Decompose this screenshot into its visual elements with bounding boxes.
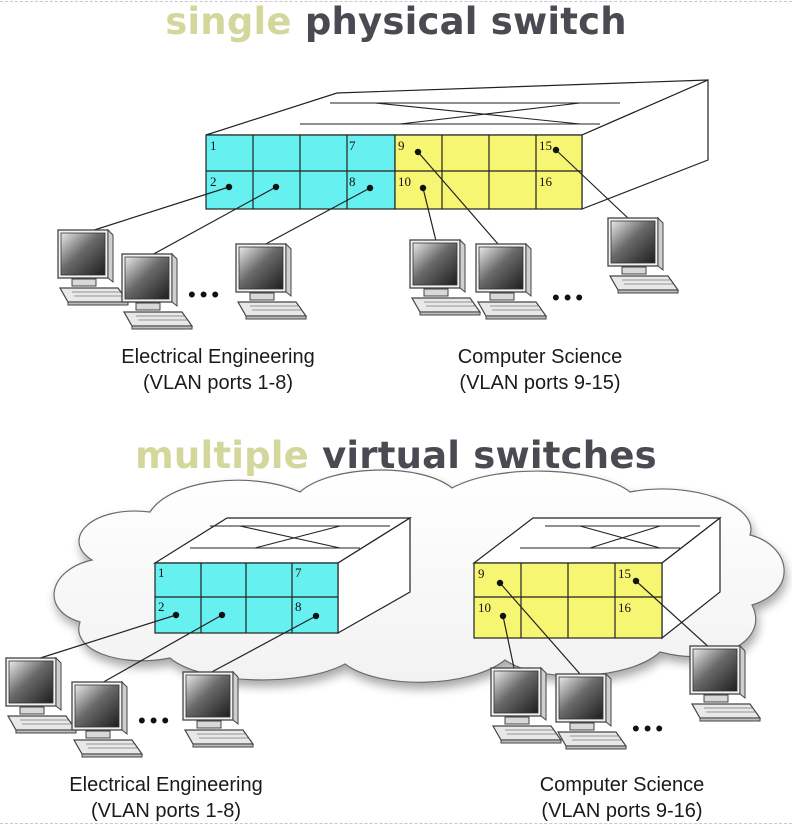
top-dashed-border: [0, 1, 792, 2]
bottom-ee-computers: [5, 657, 254, 758]
switch-x-icon: [300, 102, 620, 125]
top-ee-caption: Electrical Engineering (VLAN ports 1-8): [88, 344, 348, 396]
top-cs-caption-line1: Computer Science: [457, 346, 623, 368]
bottom-dashed-border: [0, 823, 792, 824]
top-title-rest: physical switch: [304, 0, 627, 43]
top-cs-computers: [409, 217, 679, 320]
virtual-switch-ee: 1 7 2 8: [152, 516, 413, 635]
top-ee-caption-line2: (VLAN ports 1-8): [142, 372, 294, 394]
computer-icon: [121, 253, 193, 330]
physical-switch: 1 7 2 8 9 15 10 16: [205, 79, 709, 210]
bottom-port-dots: [172, 577, 640, 620]
port-label-8: 8: [349, 174, 356, 189]
top-port-dots: [225, 146, 560, 192]
top-ee-caption-line1: Electrical Engineering: [121, 346, 315, 368]
bottom-cs-caption-line1: Computer Science: [539, 774, 705, 796]
top-title-highlight: single: [165, 0, 292, 43]
virtual-switch-cs: 9 15 10 16: [472, 516, 722, 640]
computer-icon: [555, 673, 627, 750]
port-label-8: 8: [295, 599, 302, 614]
port-label-15: 15: [618, 566, 631, 581]
port-label-16: 16: [618, 600, 632, 615]
computer-icon: [475, 243, 547, 320]
port-label-15: 15: [539, 138, 552, 153]
computer-icon: [182, 671, 254, 748]
bottom-ee-caption-line2: (VLAN ports 1-8): [90, 800, 242, 822]
bottom-cables: [33, 580, 713, 685]
computer-icon: [235, 243, 307, 320]
computer-icon: [71, 681, 143, 758]
computer-icon: [490, 667, 562, 744]
port-label-2: 2: [210, 174, 217, 189]
computer-icon: [57, 229, 129, 306]
top-ee-computers: [57, 229, 307, 330]
port-label-7: 7: [295, 565, 302, 580]
top-cs-ellipsis: •••: [552, 285, 587, 310]
bottom-title: multiple virtual switches: [0, 434, 792, 477]
computer-icon: [409, 239, 481, 316]
bottom-ee-caption-line1: Electrical Engineering: [69, 774, 263, 796]
computer-icon: [5, 657, 77, 734]
bottom-ee-caption: Electrical Engineering (VLAN ports 1-8): [36, 772, 296, 824]
port-label-7: 7: [349, 138, 356, 153]
port-label-10: 10: [398, 174, 411, 189]
port-label-2: 2: [158, 599, 165, 614]
switch-x-icon: [190, 525, 390, 549]
port-label-1: 1: [158, 565, 165, 580]
bottom-title-highlight: multiple: [135, 434, 309, 477]
port-label-9: 9: [398, 138, 405, 153]
bottom-cs-caption-line2: (VLAN ports 9-16): [541, 800, 703, 822]
top-cs-caption-line2: (VLAN ports 9-15): [459, 372, 621, 394]
port-label-16: 16: [539, 174, 553, 189]
top-cables: [87, 149, 631, 257]
port-label-1: 1: [210, 138, 217, 153]
switch-x-icon: [520, 525, 700, 549]
bottom-cs-ellipsis: •••: [632, 716, 667, 741]
bottom-cs-caption: Computer Science (VLAN ports 9-16): [500, 772, 744, 824]
computer-icon: [607, 217, 679, 294]
port-label-10: 10: [478, 600, 491, 615]
top-ee-ellipsis: •••: [188, 282, 223, 307]
top-title: single physical switch: [0, 0, 792, 43]
computer-icon: [689, 645, 761, 722]
bottom-ee-ellipsis: •••: [138, 708, 173, 733]
top-cs-caption: Computer Science (VLAN ports 9-15): [420, 344, 660, 396]
port-label-9: 9: [478, 566, 485, 581]
